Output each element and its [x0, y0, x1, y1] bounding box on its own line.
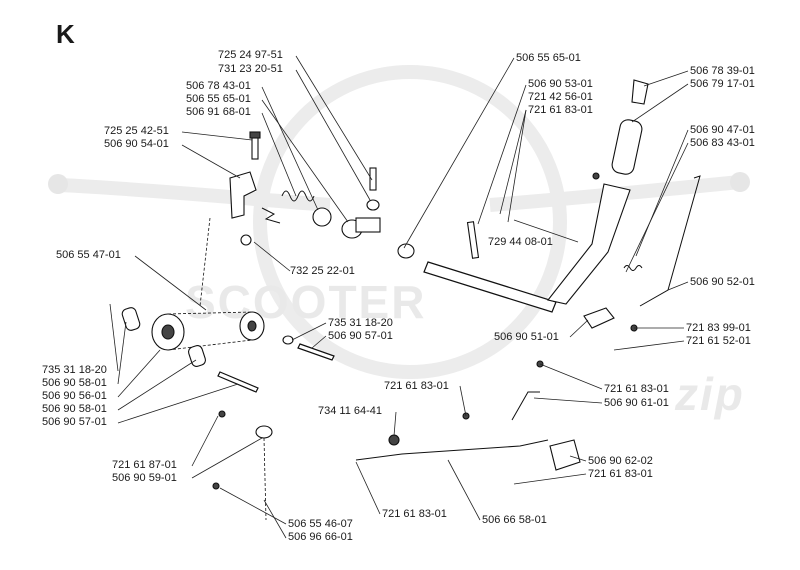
part-label: 721 61 83-01 [384, 380, 449, 392]
lever-knob [631, 79, 649, 105]
leader-lines [109, 55, 689, 539]
watermark-tail: zip [674, 368, 745, 420]
pulley-axle [217, 371, 259, 393]
lever-grip [611, 119, 643, 175]
small-nut [240, 234, 252, 246]
part-label: 732 25 22-01 [290, 265, 355, 277]
top-bolt-head [249, 131, 261, 139]
vertical-bolt [369, 167, 377, 191]
part-label: 506 78 39-01 [690, 65, 755, 77]
part-label: 506 90 62-02 [588, 455, 653, 467]
part-label: 506 96 66-01 [288, 531, 353, 543]
parts-drawing [121, 79, 701, 521]
part-label: 721 61 83-01 [588, 468, 653, 480]
short-axle [297, 343, 335, 361]
part-label: 506 90 58-01 [42, 403, 107, 415]
watermark-left-blade [59, 178, 331, 212]
part-label: 506 90 61-01 [604, 397, 669, 409]
vertical-nut [366, 199, 380, 211]
spacer-sleeve-right [188, 345, 206, 367]
part-label: 721 61 83-01 [528, 104, 593, 116]
side-rod [639, 175, 701, 307]
part-label: 506 78 43-01 [186, 80, 251, 92]
lever-spring [623, 265, 643, 271]
spacer-sleeve-left [121, 307, 141, 331]
clip-pin-bottom [212, 482, 220, 490]
part-label: 721 61 83-01 [382, 508, 447, 520]
pulley-left-hub [161, 324, 175, 340]
collar [312, 207, 332, 227]
part-label: 721 61 83-01 [604, 383, 669, 395]
part-labels: 725 24 97-51 731 23 20-51 506 78 43-01 5… [42, 49, 755, 543]
small-plate [583, 307, 615, 329]
main-shaft [423, 261, 557, 313]
part-label: 506 90 56-01 [42, 390, 107, 402]
section-letter: K [56, 19, 75, 49]
part-label: 506 66 58-01 [482, 514, 547, 526]
part-label: 506 55 65-01 [186, 93, 251, 105]
part-label: 506 90 57-01 [42, 416, 107, 428]
part-label: 734 11 64-41 [318, 405, 382, 417]
part-label: 506 90 47-01 [690, 124, 755, 136]
left-bracket [229, 171, 257, 219]
part-label: 506 90 51-01 [494, 331, 559, 343]
watermark-right-dot [730, 172, 750, 192]
pin [466, 221, 480, 259]
part-label: 506 90 57-01 [328, 330, 393, 342]
watermark-ring [253, 65, 567, 379]
part-label: 721 61 52-01 [686, 335, 751, 347]
part-label: 506 90 59-01 [112, 472, 177, 484]
washer [282, 335, 294, 345]
lock-nut [388, 434, 400, 446]
long-link-rod [355, 439, 549, 461]
part-label: 506 55 47-01 [56, 249, 121, 261]
torsion-spring [281, 190, 315, 202]
watermark: SCOOTER zip [48, 65, 750, 420]
part-label: 735 31 18-20 [328, 317, 393, 329]
pulley-right-hub [247, 320, 257, 332]
pivot-block [355, 217, 381, 233]
part-label: 729 44 08-01 [488, 236, 553, 248]
part-label: 506 90 53-01 [528, 78, 593, 90]
shaft-bushing [397, 243, 415, 259]
bent-link [511, 391, 540, 421]
cable-pulley [255, 425, 273, 439]
part-label: 721 42 56-01 [528, 91, 593, 103]
watermark-text: SCOOTER [185, 276, 426, 328]
part-label: 721 83 99-01 [686, 322, 751, 334]
cable-lines [199, 217, 267, 521]
lift-lever [547, 183, 631, 305]
lower-plate [549, 439, 581, 471]
part-label: 735 31 18-20 [42, 364, 107, 376]
part-label: 506 90 54-01 [104, 138, 169, 150]
part-label: 506 90 58-01 [42, 377, 107, 389]
drive-belt [167, 311, 253, 351]
top-bolt [251, 136, 259, 160]
watermark-left-dot [48, 174, 68, 194]
spring-clip [261, 207, 281, 224]
part-label: 725 25 42-51 [104, 125, 169, 137]
clip-pin-top [218, 410, 226, 418]
part-label: 506 55 46-07 [288, 518, 353, 530]
lever-screw [592, 172, 600, 180]
part-label: 506 83 43-01 [690, 137, 755, 149]
part-label: 506 55 65-01 [516, 52, 581, 64]
part-label: 731 23 20-51 [218, 63, 283, 75]
part-label: 506 90 52-01 [690, 276, 755, 288]
part-label: 725 24 97-51 [218, 49, 283, 61]
part-label: 506 91 68-01 [186, 106, 251, 118]
part-label: 506 79 17-01 [690, 78, 755, 90]
part-label: 721 61 87-01 [112, 459, 177, 471]
